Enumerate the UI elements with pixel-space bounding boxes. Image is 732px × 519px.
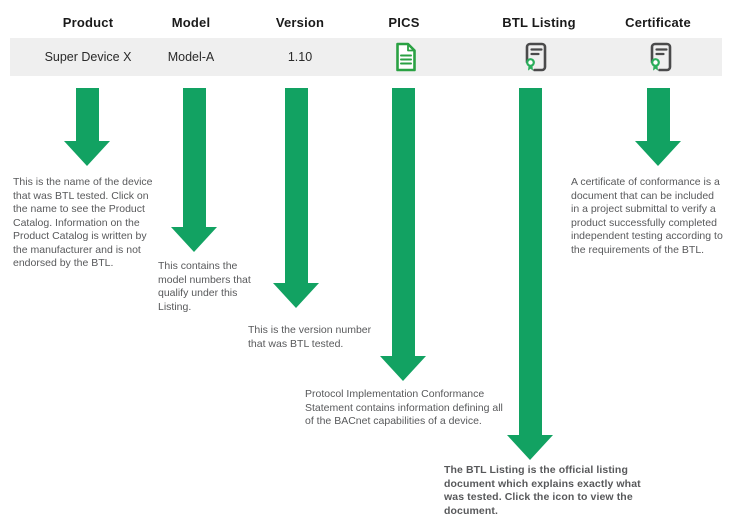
column-header-certificate: Certificate	[625, 15, 691, 30]
column-header-btl-listing: BTL Listing	[502, 15, 576, 30]
column-header-model: Model	[171, 15, 211, 30]
version-arrow-down-icon	[273, 88, 319, 308]
certificate-description: A certificate of conformance is a docume…	[571, 176, 723, 256]
model-description: This contains the model numbers that qua…	[158, 260, 251, 313]
pics-description: Protocol Implementation Conformance Stat…	[305, 388, 503, 427]
product-description: This is the name of the device that was …	[13, 176, 153, 269]
table-row	[10, 38, 722, 76]
column-header-pics: PICS	[388, 15, 420, 30]
model-value: Model-A	[167, 50, 215, 64]
btl-listing-description: The BTL Listing is the official listing …	[444, 464, 641, 517]
certificate-arrow-down-icon	[635, 88, 681, 166]
column-header-product: Product	[62, 15, 114, 30]
model-arrow-down-icon	[171, 88, 217, 252]
btl-listing-certificate-icon[interactable]	[511, 38, 561, 76]
version-description: This is the version number that was BTL …	[248, 324, 372, 350]
version-value: 1.10	[287, 50, 313, 64]
pics-document-icon[interactable]	[381, 38, 431, 76]
btl-listing-arrow-down-icon	[507, 88, 553, 460]
product-name-link[interactable]: Super Device X	[44, 50, 132, 64]
product-arrow-down-icon	[64, 88, 110, 166]
certificate-icon[interactable]	[636, 38, 686, 76]
pics-arrow-down-icon	[380, 88, 426, 381]
column-header-version: Version	[275, 15, 325, 30]
